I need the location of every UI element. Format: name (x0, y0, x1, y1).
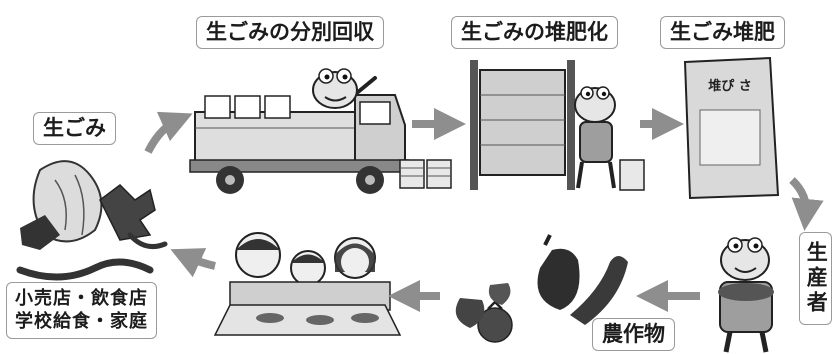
label-separate-collection: 生ごみの分別回収 (196, 16, 384, 50)
arrow-consumers-to-waste (170, 248, 216, 278)
collection-truck-illustration (189, 68, 409, 194)
label-consumers: 小売店・飲食店 学校給食・家庭 (6, 282, 157, 339)
producer-frog-illustration (718, 237, 774, 353)
label-crops: 農作物 (592, 318, 675, 352)
kitchen-waste-illustration (16, 160, 168, 281)
crops-illustration (455, 234, 628, 343)
arrow-waste-to-collection (144, 111, 193, 154)
label-producer: 生産者 (799, 232, 833, 325)
label-consumers-line1: 小売店・飲食店 (15, 288, 148, 309)
family-meal-illustration (213, 232, 402, 336)
collection-bins-illustration (399, 159, 452, 189)
label-kitchen-waste: 生ごみ (33, 112, 116, 146)
arrow-compost-to-producer (789, 177, 824, 231)
cycle-arrows (144, 108, 824, 312)
composting-facility-illustration (470, 60, 645, 191)
label-consumers-line2: 学校給食・家庭 (15, 311, 148, 333)
compost-bag-illustration: 堆ぴ さ (683, 56, 780, 200)
label-composting: 生ごみの堆肥化 (451, 16, 618, 50)
label-compost: 生ごみ堆肥 (660, 16, 785, 50)
compost-bag-label: 堆ぴ さ (708, 78, 752, 94)
